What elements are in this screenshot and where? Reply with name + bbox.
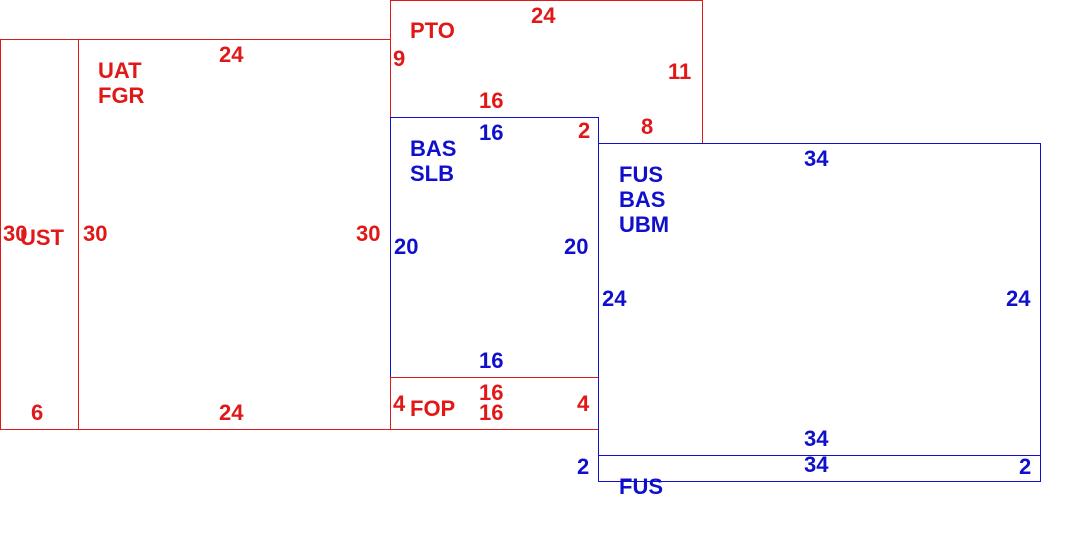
block-fop-name: FOP: [410, 396, 455, 421]
block-pto: PTO 24 9 11 16 2 8: [390, 0, 703, 144]
block-fus-main-dim-right: 24: [1006, 286, 1031, 311]
block-ust-dim-left: 30: [3, 221, 27, 246]
block-uat-dim-top: 24: [219, 42, 244, 67]
block-fop-dim-top: 16: [479, 380, 503, 405]
block-fop-dim-right: 4: [577, 391, 590, 416]
block-fus-main-dim-top: 34: [804, 146, 829, 171]
block-bas-dim-bottom: 16: [479, 348, 503, 373]
block-fop: FOP 16 4 4 16: [390, 377, 599, 430]
block-uat-dim-right: 30: [356, 221, 380, 246]
block-pto-dim-bottom-right: 2: [578, 118, 590, 143]
block-pto-dim-bottom: 16: [479, 88, 503, 113]
block-pto-dim-left: 9: [393, 46, 405, 71]
block-ust: UST 30 30 6: [0, 39, 107, 430]
block-fus-main-name-line-1: FUS: [619, 162, 663, 187]
block-pto-dim-right: 11: [668, 59, 691, 84]
block-pto-dim-notch: 8: [641, 114, 653, 139]
block-bas-name-line-1: BAS: [410, 136, 456, 161]
block-fop-dim-bottom: 16: [479, 400, 503, 425]
block-bas-name-line-2: SLB: [410, 161, 454, 186]
block-bas: BAS SLB 16 20 20 16: [390, 117, 599, 378]
block-uat-name-line-1: UAT: [98, 58, 142, 83]
block-bas-dim-top: 16: [479, 120, 503, 145]
block-fus-strip-dim-left: 2: [577, 454, 589, 479]
block-uat: UAT FGR 24 30 24: [78, 39, 391, 430]
block-bas-dim-right: 20: [564, 234, 588, 259]
block-pto-name: PTO: [410, 18, 455, 43]
block-fus-main-name-line-3: UBM: [619, 212, 669, 237]
block-uat-dim-bottom: 24: [219, 400, 244, 425]
block-fus-strip-dim-top: 34: [804, 452, 829, 477]
block-fus-main-name-line-2: BAS: [619, 187, 665, 212]
block-ust-dim-right: 30: [83, 221, 107, 246]
block-ust-name: UST: [20, 225, 65, 250]
block-ust-dim-bottom: 6: [31, 400, 43, 425]
block-fus-main-dim-bottom: 34: [804, 426, 829, 451]
block-fus-main-dim-left: 24: [602, 286, 627, 311]
block-fus-strip-dim-right: 2: [1019, 454, 1031, 479]
block-fop-dim-left: 4: [393, 391, 406, 416]
block-fus-strip: FUS 34 2 2: [577, 452, 1041, 499]
block-bas-dim-left: 20: [394, 234, 418, 259]
block-fus-main: FUS BAS UBM 34 24 24 34: [598, 143, 1041, 456]
block-uat-name-line-2: FGR: [98, 83, 145, 108]
block-pto-dim-top: 24: [531, 3, 556, 28]
block-fus-strip-outline: [598, 455, 1041, 482]
block-fus-strip-name: FUS: [619, 474, 663, 499]
